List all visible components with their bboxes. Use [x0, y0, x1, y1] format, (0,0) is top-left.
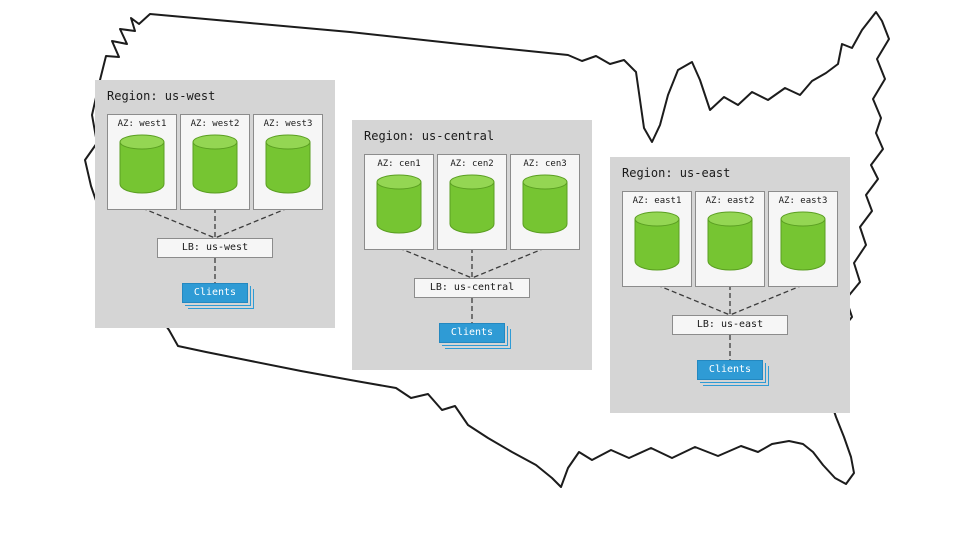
region-title: Region: us-central	[364, 129, 495, 143]
az-label: AZ: west1	[117, 119, 167, 129]
database-cylinder-icon	[634, 211, 680, 271]
database-cylinder-icon	[449, 174, 495, 234]
database-cylinder-icon	[780, 211, 826, 271]
az-box: AZ: cen1	[364, 154, 434, 250]
database-cylinder-icon	[265, 134, 311, 194]
clients-box: Clients	[697, 360, 763, 380]
region-title: Region: us-west	[107, 89, 216, 103]
az-label: AZ: west3	[263, 119, 313, 129]
az-label: AZ: east1	[632, 196, 682, 206]
region-title: Region: us-east	[622, 166, 731, 180]
database-cylinder-icon	[707, 211, 753, 271]
database-cylinder-icon	[522, 174, 568, 234]
az-label: AZ: west2	[190, 119, 240, 129]
az-label: AZ: cen3	[523, 159, 567, 169]
connector-lines	[656, 284, 804, 360]
az-box: AZ: east1	[622, 191, 692, 287]
az-box: AZ: west3	[253, 114, 323, 210]
az-box: AZ: cen2	[437, 154, 507, 250]
clients-box: Clients	[182, 283, 248, 303]
database-cylinder-icon	[119, 134, 165, 194]
az-label: AZ: east2	[705, 196, 755, 206]
az-label: AZ: east3	[778, 196, 828, 206]
load-balancer-box: LB: us-central	[414, 278, 530, 298]
az-label: AZ: cen2	[450, 159, 494, 169]
az-label: AZ: cen1	[377, 159, 421, 169]
clients-box: Clients	[439, 323, 505, 343]
az-box: AZ: cen3	[510, 154, 580, 250]
az-box: AZ: west2	[180, 114, 250, 210]
region-us-east: Region: us-east AZ: east1 AZ: east2 AZ: …	[610, 157, 850, 413]
connector-lines	[398, 247, 546, 323]
database-cylinder-icon	[376, 174, 422, 234]
region-us-central: Region: us-central AZ: cen1 AZ: cen2 AZ:…	[352, 120, 592, 370]
region-us-west: Region: us-west AZ: west1 AZ: west2 AZ: …	[95, 80, 335, 328]
database-cylinder-icon	[192, 134, 238, 194]
connector-lines	[141, 207, 289, 283]
az-box: AZ: west1	[107, 114, 177, 210]
az-box: AZ: east3	[768, 191, 838, 287]
load-balancer-box: LB: us-east	[672, 315, 788, 335]
load-balancer-box: LB: us-west	[157, 238, 273, 258]
az-box: AZ: east2	[695, 191, 765, 287]
